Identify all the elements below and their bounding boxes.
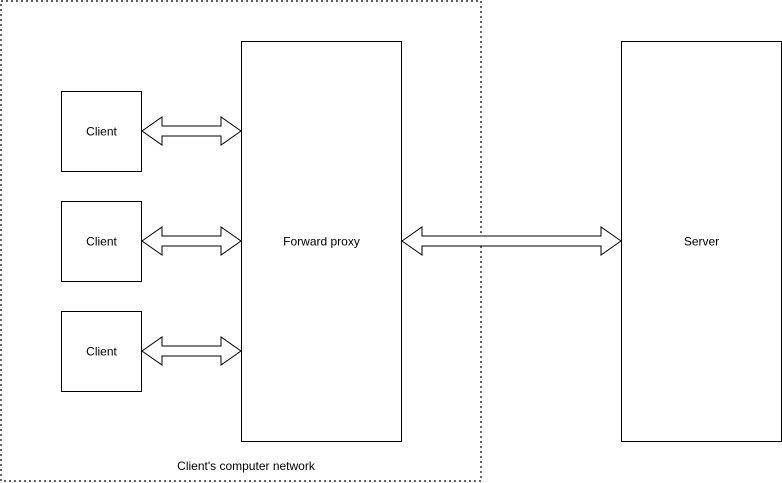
client-network-label: Client's computer network [177, 459, 316, 473]
client-label: Client [86, 345, 117, 359]
client-node-2[interactable]: Client [61, 201, 142, 282]
client-node-1[interactable]: Client [61, 91, 142, 172]
client-node-3[interactable]: Client [61, 311, 142, 392]
forward-proxy-node[interactable]: Forward proxy [241, 41, 402, 442]
server-node[interactable]: Server [621, 41, 782, 442]
client-proxy-arrow-3 [141, 336, 242, 366]
client-proxy-arrow-2 [141, 226, 242, 256]
proxy-server-arrow [401, 226, 622, 256]
server-label: Server [684, 235, 719, 249]
forward-proxy-label: Forward proxy [283, 235, 360, 249]
client-label: Client [86, 125, 117, 139]
client-proxy-arrow-1 [141, 116, 242, 146]
client-label: Client [86, 235, 117, 249]
